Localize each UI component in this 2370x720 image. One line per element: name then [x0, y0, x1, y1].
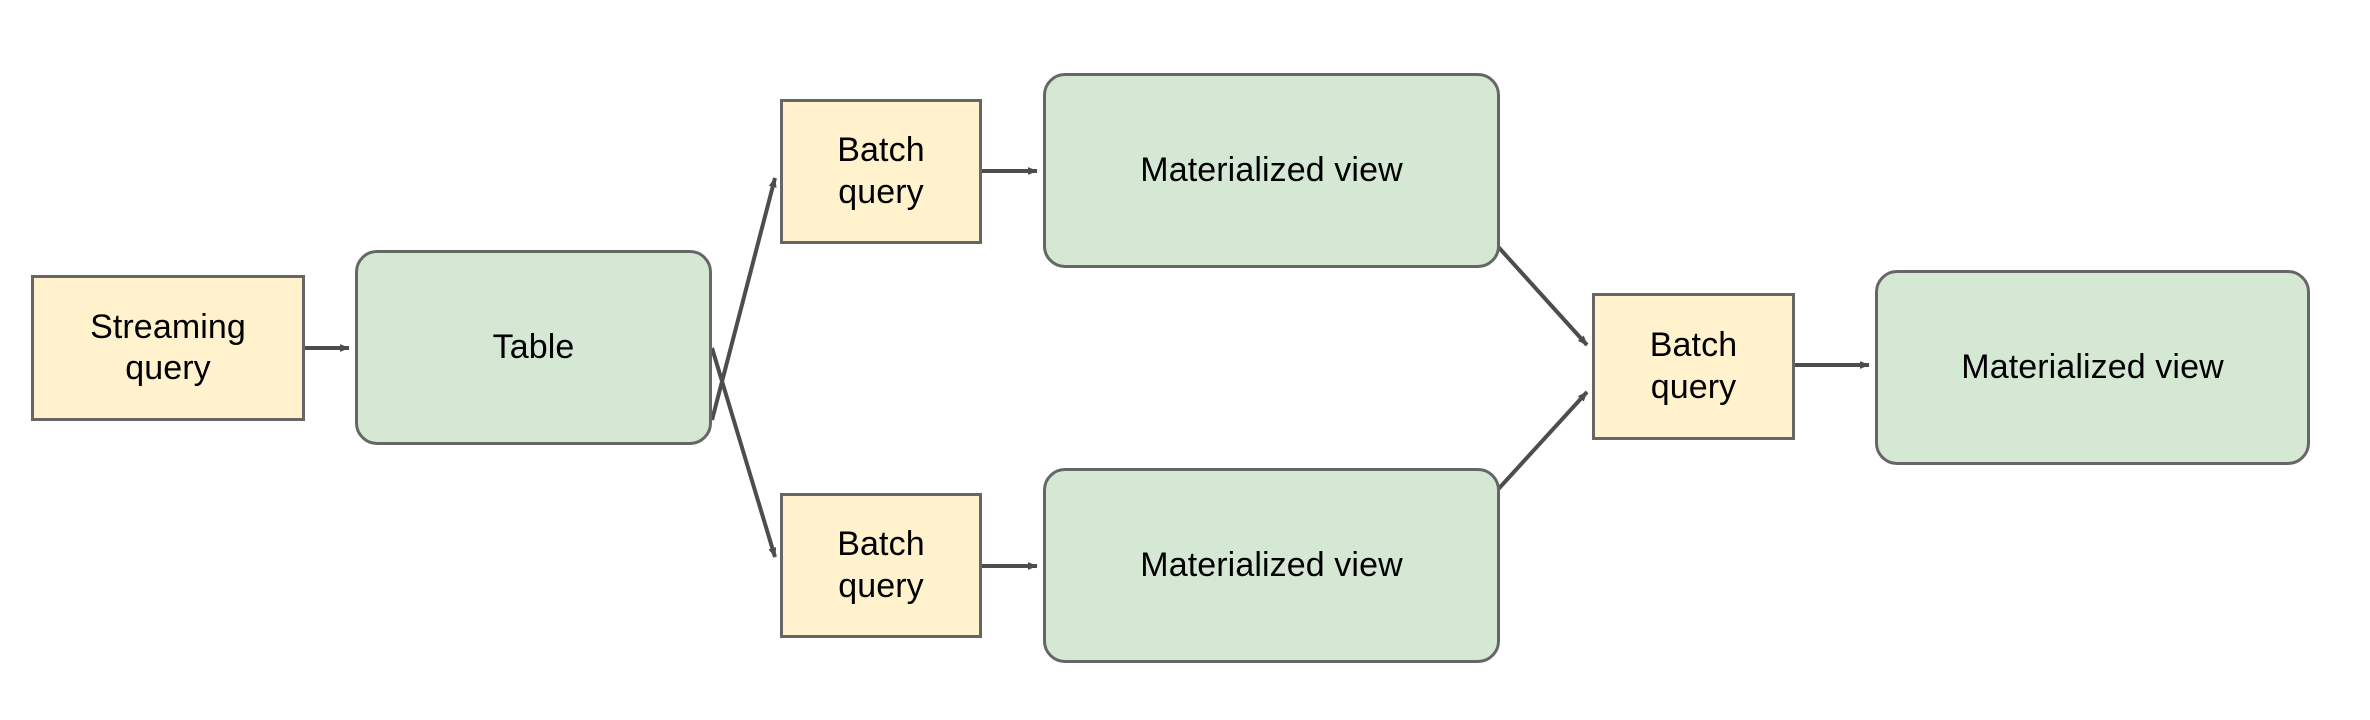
edge-mv-top-to-batch-query-middle	[1490, 238, 1589, 347]
node-materialized-view-right[interactable]: Materialized view	[1875, 270, 2310, 465]
node-materialized-view-bottom[interactable]: Materialized view	[1043, 468, 1500, 663]
node-batch-query-bottom[interactable]: Batch query	[780, 493, 982, 638]
node-streaming-query[interactable]: Streaming query	[31, 275, 305, 421]
edge-mv-bottom-to-batch-query-middle	[1490, 390, 1589, 498]
node-table[interactable]: Table	[355, 250, 712, 445]
node-materialized-view-top[interactable]: Materialized view	[1043, 73, 1500, 268]
node-batch-query-middle[interactable]: Batch query	[1592, 293, 1795, 440]
edge-table-to-batch-query-bottom	[710, 347, 777, 558]
node-batch-query-top[interactable]: Batch query	[780, 99, 982, 244]
